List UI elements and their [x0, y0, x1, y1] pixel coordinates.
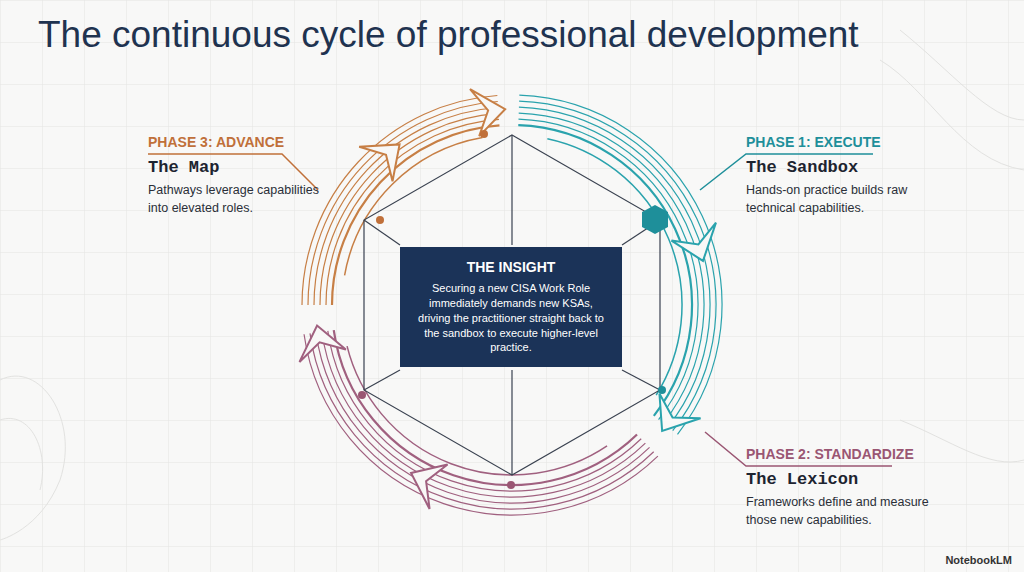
- phase-heading: PHASE 2: STANDARDIZE: [746, 446, 956, 465]
- phase-body: Hands-on practice builds raw technical c…: [746, 182, 956, 217]
- phase-body: Frameworks define and measure those new …: [746, 494, 956, 529]
- phase-label: PHASE 2: STANDARDIZE The LexiconFramework…: [746, 446, 956, 529]
- phase-name: The Lexicon: [746, 470, 956, 489]
- hex-marker: [642, 205, 668, 234]
- arrow-head: [411, 464, 448, 509]
- phase-name: The Map: [148, 158, 328, 177]
- title: The continuous cycle of professional dev…: [38, 14, 859, 56]
- arrow-head: [299, 325, 345, 361]
- insight-box: THE INSIGHT Securing a new CISA Work Role…: [400, 247, 622, 367]
- insight-body: Securing a new CISA Work Role immediatel…: [412, 281, 610, 355]
- phase-heading: PHASE 1: EXECUTE: [746, 134, 956, 153]
- watermark: NotebookLM: [945, 554, 1012, 566]
- phase-label: PHASE 1: EXECUTE The SandboxHands-on prac…: [746, 134, 956, 217]
- phase-heading: PHASE 3: ADVANCE: [148, 134, 328, 153]
- insight-heading: THE INSIGHT: [412, 259, 610, 275]
- arrow-head: [359, 144, 399, 181]
- arrow-head: [470, 89, 505, 136]
- phase-name: The Sandbox: [746, 158, 956, 177]
- phase-body: Pathways leverage capabilities into elev…: [148, 182, 328, 217]
- arrow-head: [659, 394, 700, 431]
- inner-hexagon: [364, 135, 660, 475]
- phase-label: PHASE 3: ADVANCE The MapPathways leverage…: [148, 134, 328, 217]
- arrow-head: [671, 223, 716, 261]
